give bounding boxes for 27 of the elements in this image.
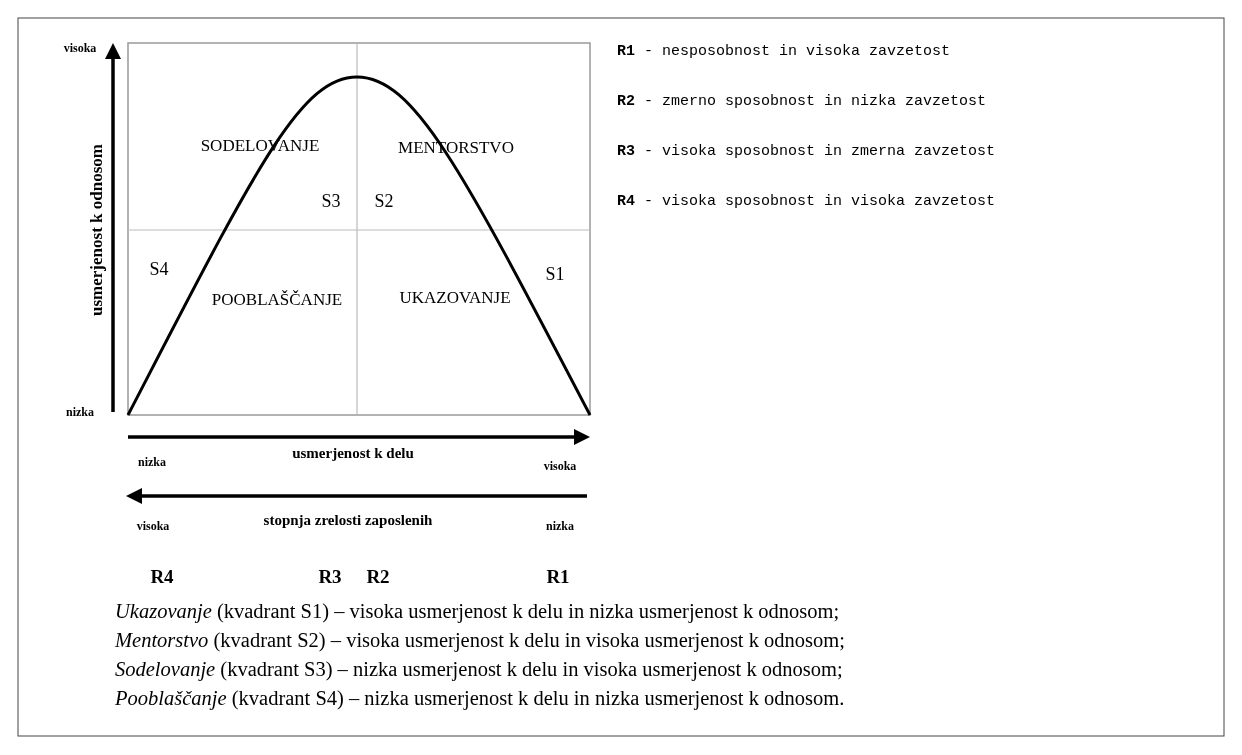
axis-title: usmerjenost k delu (292, 444, 414, 462)
readiness-code: R3 (318, 566, 342, 588)
axis-title: usmerjenost k odnosom (87, 144, 107, 316)
axis-end-label: visoka (543, 460, 577, 474)
quadrant-code: S3 (321, 192, 341, 212)
caption-text: Pooblaščanje (kvadrant S4) – nizka usmerjenost k delu in nizka usmerjenost k odnosom. (115, 687, 845, 710)
quadrant-label: UKAZOVANJE (399, 288, 511, 308)
definition-text: R2 - zmerno sposobnost in nizka zavzetost (617, 94, 987, 111)
axis-end-label: nizka (546, 520, 574, 534)
readiness-code: R2 (366, 566, 390, 588)
quadrant-code: S2 (374, 192, 394, 212)
readiness-code: R1 (546, 566, 570, 588)
quadrant-label: POOBLAŠČANJE (211, 290, 343, 310)
axis-end-label: visoka (136, 520, 170, 534)
quadrant-code: S4 (149, 260, 169, 280)
caption-text: Sodelovanje (kvadrant S3) – nizka usmerjenost k delu in visoka usmerjenost k odnosom; (115, 658, 843, 681)
axis-end-label: nizka (66, 406, 94, 420)
definition-text: R1 - nesposobnost in visoka zavzetost (617, 44, 951, 61)
caption-text: Mentorstvo (kvadrant S2) – visoka usmerjenost k delu in visoka usmerjenost k odnosom; (115, 629, 845, 652)
axis-end-label: nizka (138, 456, 166, 470)
axis-end-label: visoka (63, 42, 97, 56)
definition-text: R3 - visoka sposobnost in zmerna zavzetost (617, 144, 996, 161)
definition-text: R4 - visoka sposobnost in visoka zavzetost (617, 194, 996, 211)
axis-title: stopnja zrelosti zaposlenih (263, 511, 433, 529)
caption-text: Ukazovanje (kvadrant S1) – visoka usmerjenost k delu in nizka usmerjenost k odnosom; (115, 600, 840, 623)
quadrant-code: S1 (545, 265, 565, 285)
readiness-code: R4 (150, 566, 174, 588)
